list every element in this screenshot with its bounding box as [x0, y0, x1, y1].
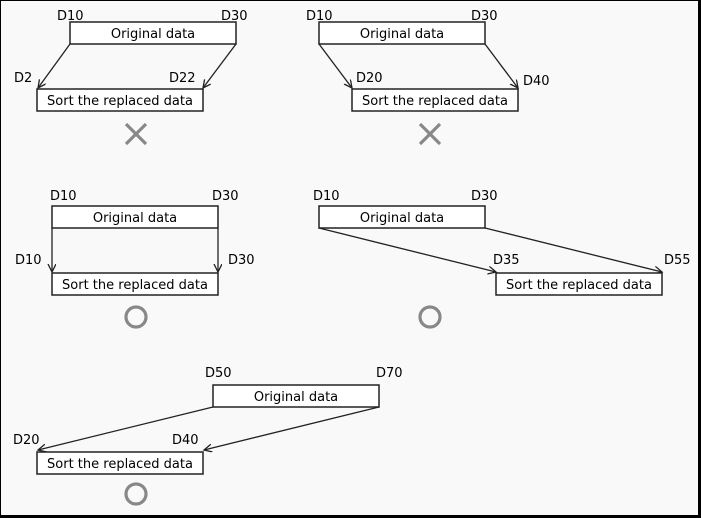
- panel-2-arrow-start: [318, 43, 352, 88]
- circle-icon: [124, 482, 148, 506]
- panel-4-target-end-label: D55: [664, 253, 691, 268]
- panel-5-source-label: Original data: [254, 390, 338, 405]
- panel-5-source-end-label: D70: [376, 366, 403, 381]
- panel-2-target-label: Sort the replaced data: [362, 94, 508, 109]
- circle-icon: [124, 305, 148, 329]
- panel-5-target-start-label: D20: [13, 433, 40, 448]
- panel-4: D10 D30 Original data D35 D55 Sort the r…: [313, 189, 691, 329]
- panel-2-source-end-label: D30: [471, 9, 498, 24]
- panel-2-source-box: [318, 21, 486, 45]
- panel-5: D50 D70 Original data D20 D40 Sort the r…: [13, 366, 403, 506]
- panel-3-source-box: [51, 205, 219, 229]
- panel-4-target-box: [495, 272, 663, 296]
- panel-3: D10 D30 Original data D10 D30 Sort the r…: [15, 189, 255, 329]
- panel-4-source-end-label: D30: [471, 189, 498, 204]
- panel-2-target-end-label: D40: [523, 74, 550, 89]
- panel-5-arrow-end: [204, 406, 380, 450]
- cross-icon: [124, 122, 148, 146]
- panel-2-target-start-label: D20: [356, 71, 383, 86]
- panel-1-source-end-label: D30: [221, 9, 248, 24]
- panel-5-source-start-label: D50: [205, 366, 232, 381]
- panel-3-target-end-label: D30: [228, 253, 255, 268]
- circle-icon: [418, 305, 442, 329]
- cross-icon: [418, 122, 442, 146]
- panel-1-source-start-label: D10: [57, 9, 84, 24]
- panel-2-arrow-end: [484, 43, 518, 88]
- panel-3-source-start-label: D10: [50, 189, 77, 204]
- panel-3-source-end-label: D30: [212, 189, 239, 204]
- panel-5-arrow-start: [38, 406, 214, 450]
- panel-4-arrow-end: [484, 227, 662, 272]
- panel-1-target-label: Sort the replaced data: [47, 94, 193, 109]
- panel-3-source-label: Original data: [93, 211, 177, 226]
- panel-5-source-box: [212, 384, 380, 408]
- panel-1-arrow-end: [203, 43, 237, 88]
- panel-4-source-start-label: D10: [313, 189, 340, 204]
- panel-2-source-label: Original data: [360, 27, 444, 42]
- panel-3-target-start-label: D10: [15, 253, 42, 268]
- panel-4-arrow-start: [318, 227, 496, 272]
- panel-4-source-label: Original data: [360, 211, 444, 226]
- panel-1-target-start-label: D2: [14, 71, 32, 86]
- panel-2: D10 D30 Original data D20 D40 Sort the r…: [306, 9, 550, 146]
- panel-5-target-box: [36, 451, 204, 475]
- panel-2-source-start-label: D10: [306, 9, 333, 24]
- panel-5-target-end-label: D40: [172, 433, 199, 448]
- panel-1-source-label: Original data: [111, 27, 195, 42]
- panel-4-target-label: Sort the replaced data: [506, 278, 652, 293]
- panel-3-target-label: Sort the replaced data: [62, 278, 208, 293]
- panel-1-source-box: [69, 21, 237, 45]
- panel-1-target-end-label: D22: [169, 71, 196, 86]
- panel-2-target-box: [351, 88, 519, 112]
- panel-1: D10 D30 Original data D2 D22 Sort the re…: [14, 9, 248, 146]
- panel-4-source-box: [318, 205, 486, 229]
- panel-1-arrow-start: [38, 43, 71, 88]
- panel-4-target-start-label: D35: [493, 253, 520, 268]
- panel-5-target-label: Sort the replaced data: [47, 457, 193, 472]
- panel-1-target-box: [36, 88, 204, 112]
- panel-3-target-box: [51, 272, 219, 296]
